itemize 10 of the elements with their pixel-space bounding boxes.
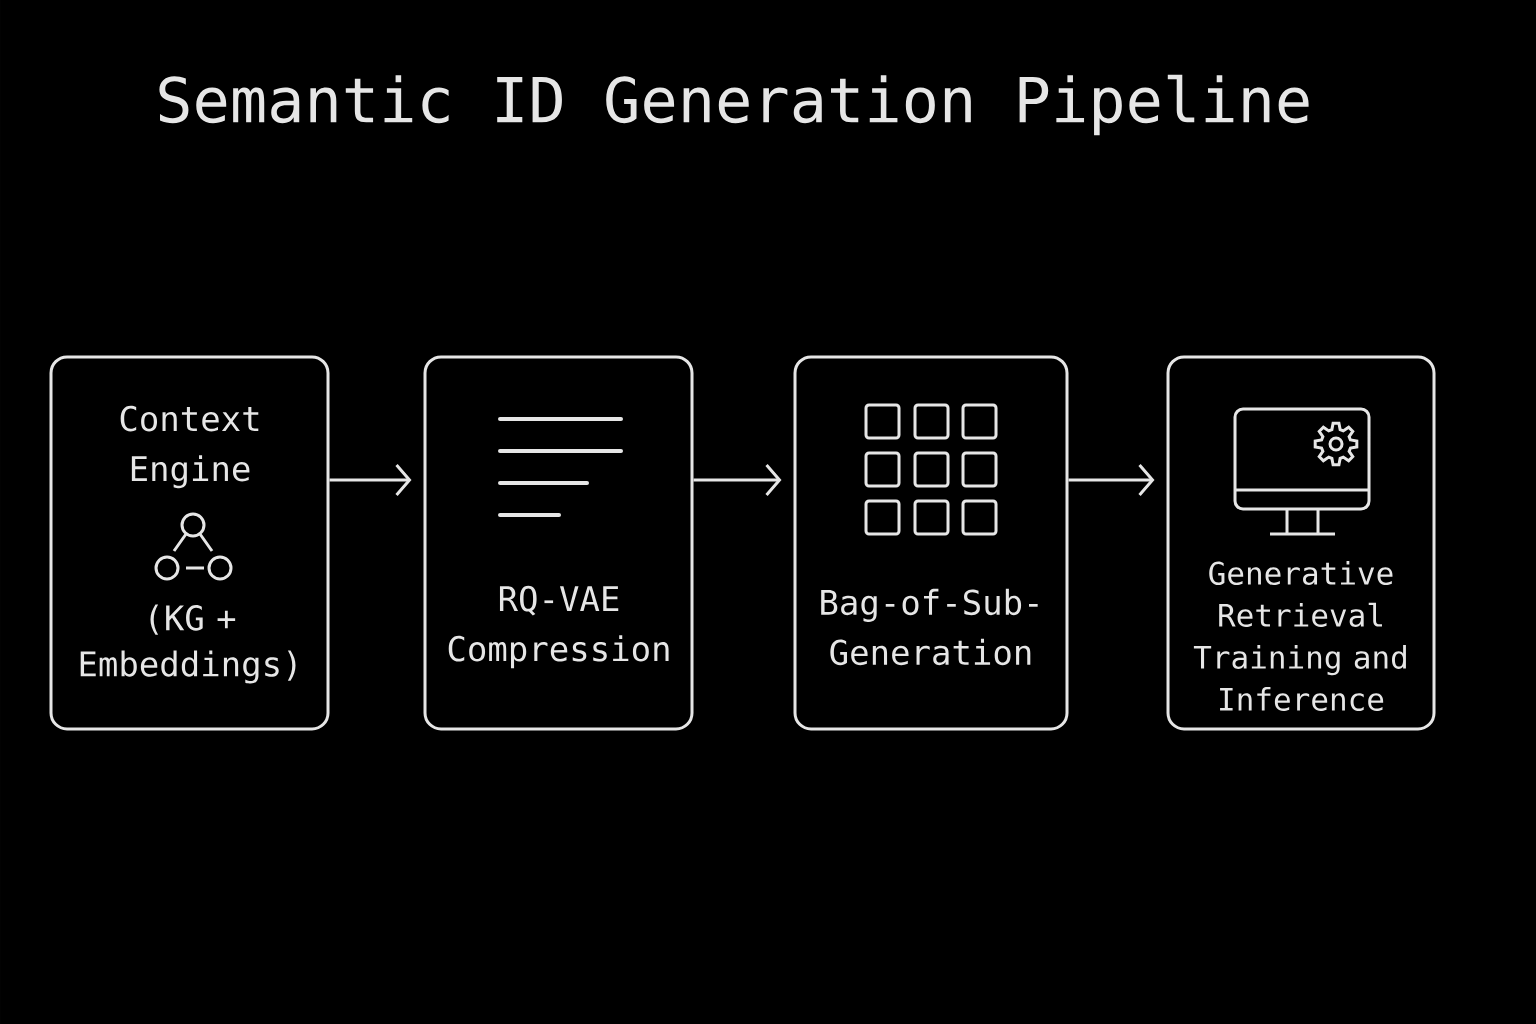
process-box: Context Engine (KG + Embeddings) [49, 355, 330, 731]
process-box: Generative Retrieval Training and Inference [1166, 355, 1436, 731]
node-label: (KG + Embeddings) [80, 604, 296, 684]
process-box: Bag-of-Sub- Generation [793, 355, 1069, 731]
title: Semantic ID Generation Pipeline [159, 74, 1309, 136]
arrow [693, 464, 782, 496]
process-box: RQ-VAE Compression [423, 355, 694, 731]
node-label: Context Engine [120, 405, 259, 489]
arrow [1068, 464, 1155, 496]
arrow [329, 464, 412, 496]
